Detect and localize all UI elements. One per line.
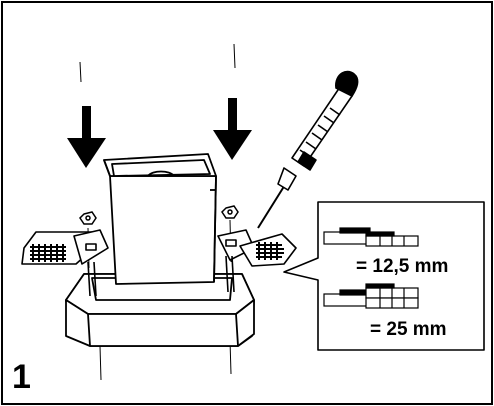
nut-icon	[221, 205, 239, 219]
small-thickness-label: = 12,5 mm	[356, 256, 449, 277]
screwdriver-icon	[257, 70, 359, 229]
large-thickness-diagram	[323, 283, 419, 309]
left-clamp	[21, 229, 109, 297]
down-arrow-icon	[67, 106, 106, 168]
center-box	[103, 153, 217, 285]
right-clamp	[217, 229, 297, 293]
base-tray	[65, 273, 255, 347]
large-thickness-label: = 25 mm	[370, 319, 447, 340]
down-arrow-icon	[213, 98, 252, 160]
nut-icon	[79, 211, 97, 225]
small-thickness-diagram	[323, 227, 419, 247]
step-number: 1	[12, 358, 31, 396]
